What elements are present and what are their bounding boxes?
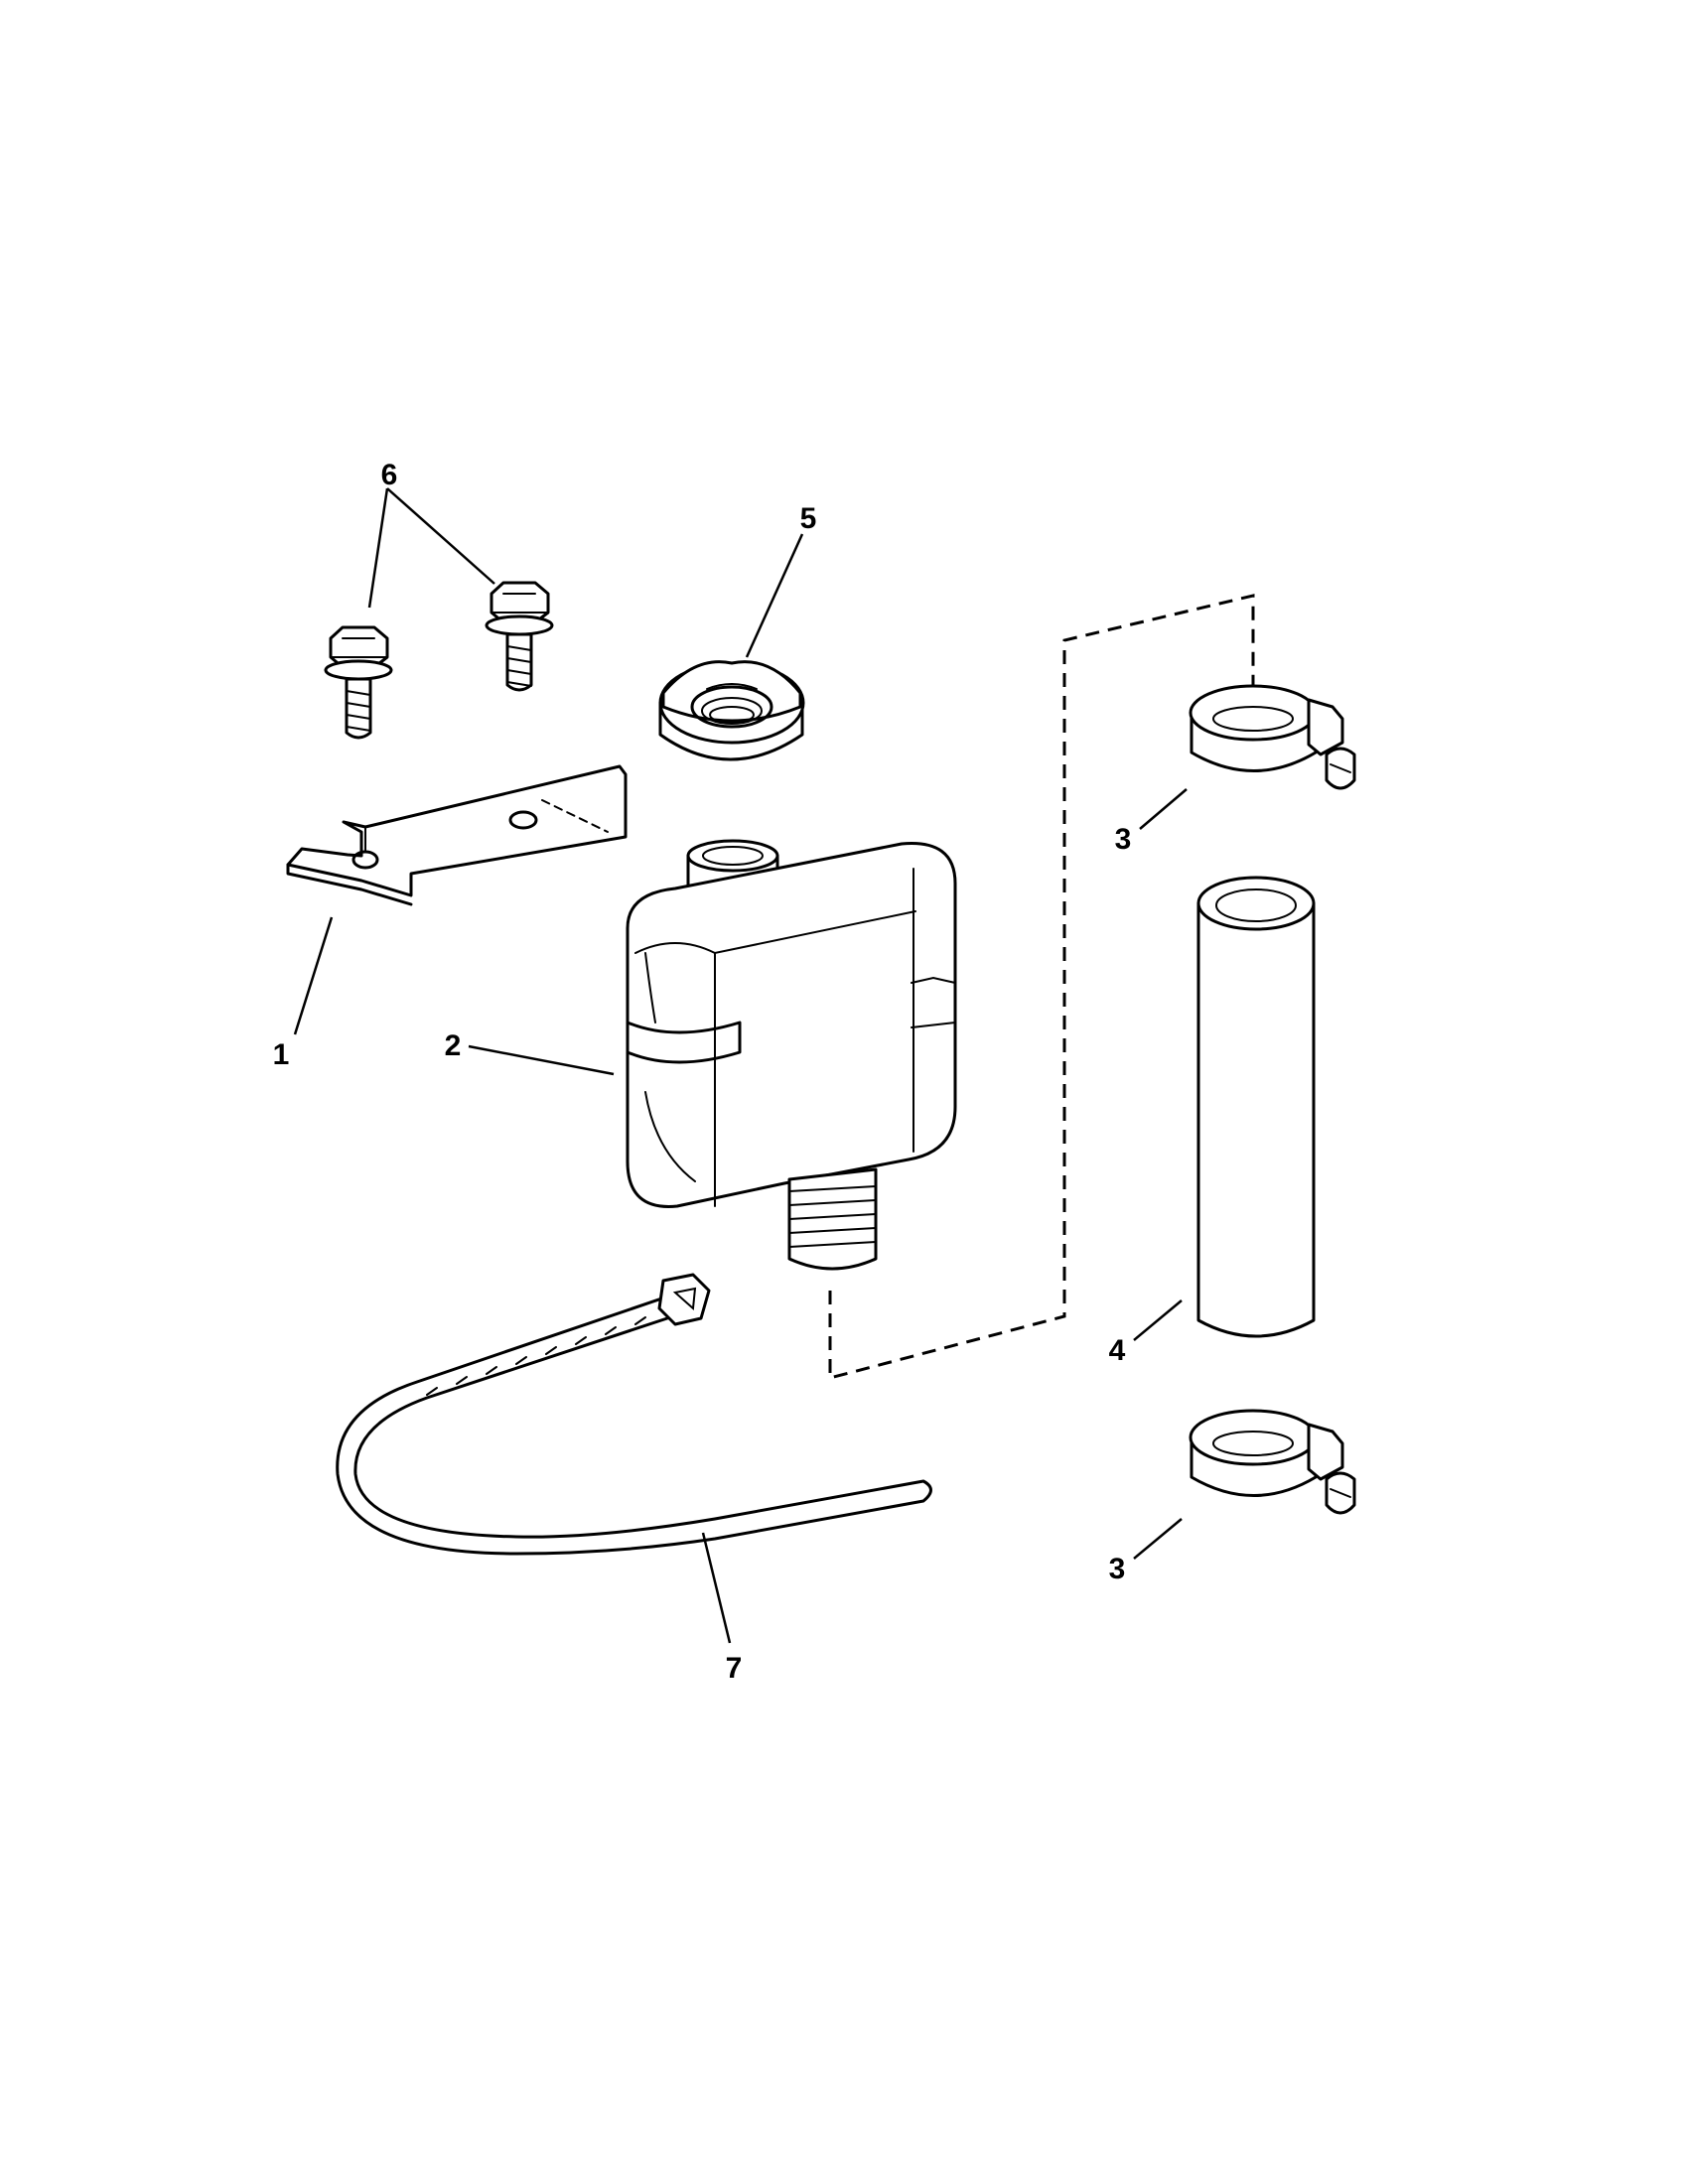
leader-7 [701, 1532, 732, 1644]
callout-3-lower: 3 [1109, 1553, 1126, 1585]
leader-1 [293, 916, 334, 1035]
hex-bolt-left [324, 625, 393, 740]
callout-2: 2 [445, 1029, 462, 1062]
filter-cap [658, 660, 805, 761]
callout-3-upper: 3 [1115, 823, 1132, 856]
leader-3-lower [1133, 1518, 1183, 1560]
callout-7: 7 [726, 1652, 743, 1685]
callout-5: 5 [800, 502, 817, 535]
hose [1196, 876, 1316, 1338]
hose-clamp-upper [1189, 684, 1356, 790]
leader-4 [1133, 1299, 1183, 1341]
leader-2 [468, 1044, 615, 1076]
hose-clamp-lower [1189, 1409, 1356, 1515]
callout-4: 4 [1109, 1334, 1126, 1367]
leader-6-right [386, 487, 495, 585]
leader-5 [745, 533, 804, 658]
leader-6-left [367, 487, 389, 609]
leader-3-upper [1139, 788, 1188, 830]
callout-6: 6 [381, 459, 398, 491]
hex-bolt-right [485, 581, 554, 692]
cable-tie [336, 1273, 932, 1556]
assembly-dashed-line [828, 594, 1255, 1380]
bracket [286, 764, 628, 906]
filter-body [626, 839, 957, 1271]
callout-1: 1 [273, 1038, 290, 1071]
